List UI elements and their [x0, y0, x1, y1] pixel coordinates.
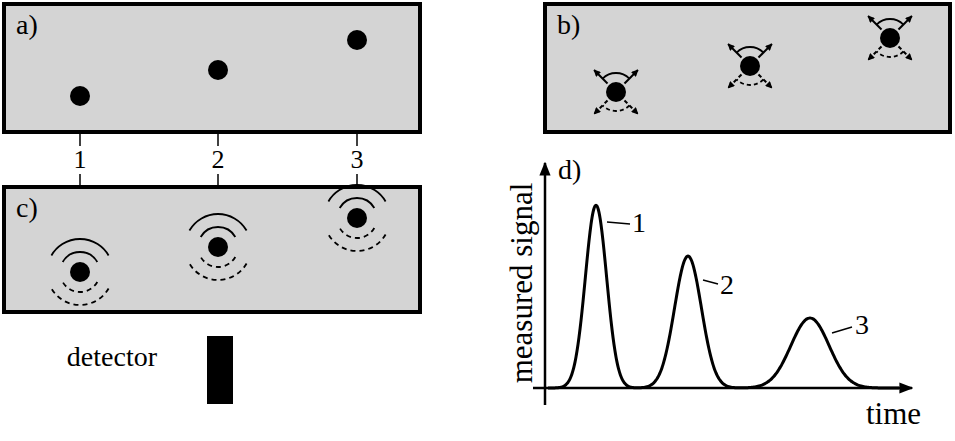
- panel-box: a): [2, 2, 422, 134]
- particle-dot: [208, 60, 228, 80]
- emission-arc: [877, 51, 904, 57]
- panel-box: b): [543, 2, 952, 134]
- emission-arrow: [728, 74, 741, 87]
- position-number: 2: [209, 146, 228, 174]
- axis-title: measured signal: [505, 183, 539, 384]
- wavefront: [189, 214, 246, 231]
- particle-dot: [70, 86, 90, 106]
- particle-dot: [606, 82, 626, 102]
- wavefront: [63, 282, 98, 292]
- peak-number: 2: [720, 270, 734, 300]
- panel-label: c): [6, 189, 38, 223]
- wavefront: [51, 239, 108, 255]
- wavefront: [328, 235, 385, 251]
- detector-label: detector: [67, 342, 157, 372]
- position-number: 3: [348, 146, 367, 174]
- emission-arc: [603, 105, 630, 111]
- signal-curve: [548, 205, 899, 388]
- emission-arc: [737, 47, 764, 53]
- wavefront: [63, 252, 98, 262]
- leader-line: [703, 280, 718, 284]
- axis-title: time: [866, 397, 921, 431]
- wavefront: [201, 257, 236, 267]
- y-axis: [544, 163, 547, 405]
- emission-arrow: [868, 46, 881, 59]
- particle-dot: [880, 28, 900, 48]
- emission-arc: [877, 19, 904, 25]
- wavefront: [340, 198, 375, 208]
- wavefront: [201, 227, 236, 237]
- particle-dot: [347, 208, 367, 228]
- particle-dot: [347, 30, 367, 50]
- panel-box: c): [2, 185, 422, 314]
- panel-label: b): [547, 6, 580, 40]
- emission-arc: [737, 79, 764, 85]
- panel-fill: [4, 4, 420, 132]
- emission-arrow: [594, 100, 607, 113]
- wavefront: [189, 264, 246, 281]
- panel-fill: [4, 187, 420, 312]
- panel-label: a): [6, 6, 38, 40]
- peak-number: 3: [855, 310, 869, 340]
- leader-line: [832, 327, 852, 333]
- particle-dot: [208, 237, 228, 257]
- position-number: 1: [71, 146, 90, 174]
- wavefront: [340, 228, 375, 238]
- emission-arc: [603, 73, 630, 79]
- particle-dot: [740, 56, 760, 76]
- panel-label: d): [558, 155, 581, 185]
- panel-fill: [545, 4, 950, 132]
- particle-dot: [70, 262, 90, 282]
- wavefront: [51, 289, 108, 306]
- leader-line: [607, 222, 630, 224]
- peak-number: 1: [632, 208, 646, 238]
- x-axis: [533, 387, 912, 390]
- detector-block: detector: [207, 336, 233, 404]
